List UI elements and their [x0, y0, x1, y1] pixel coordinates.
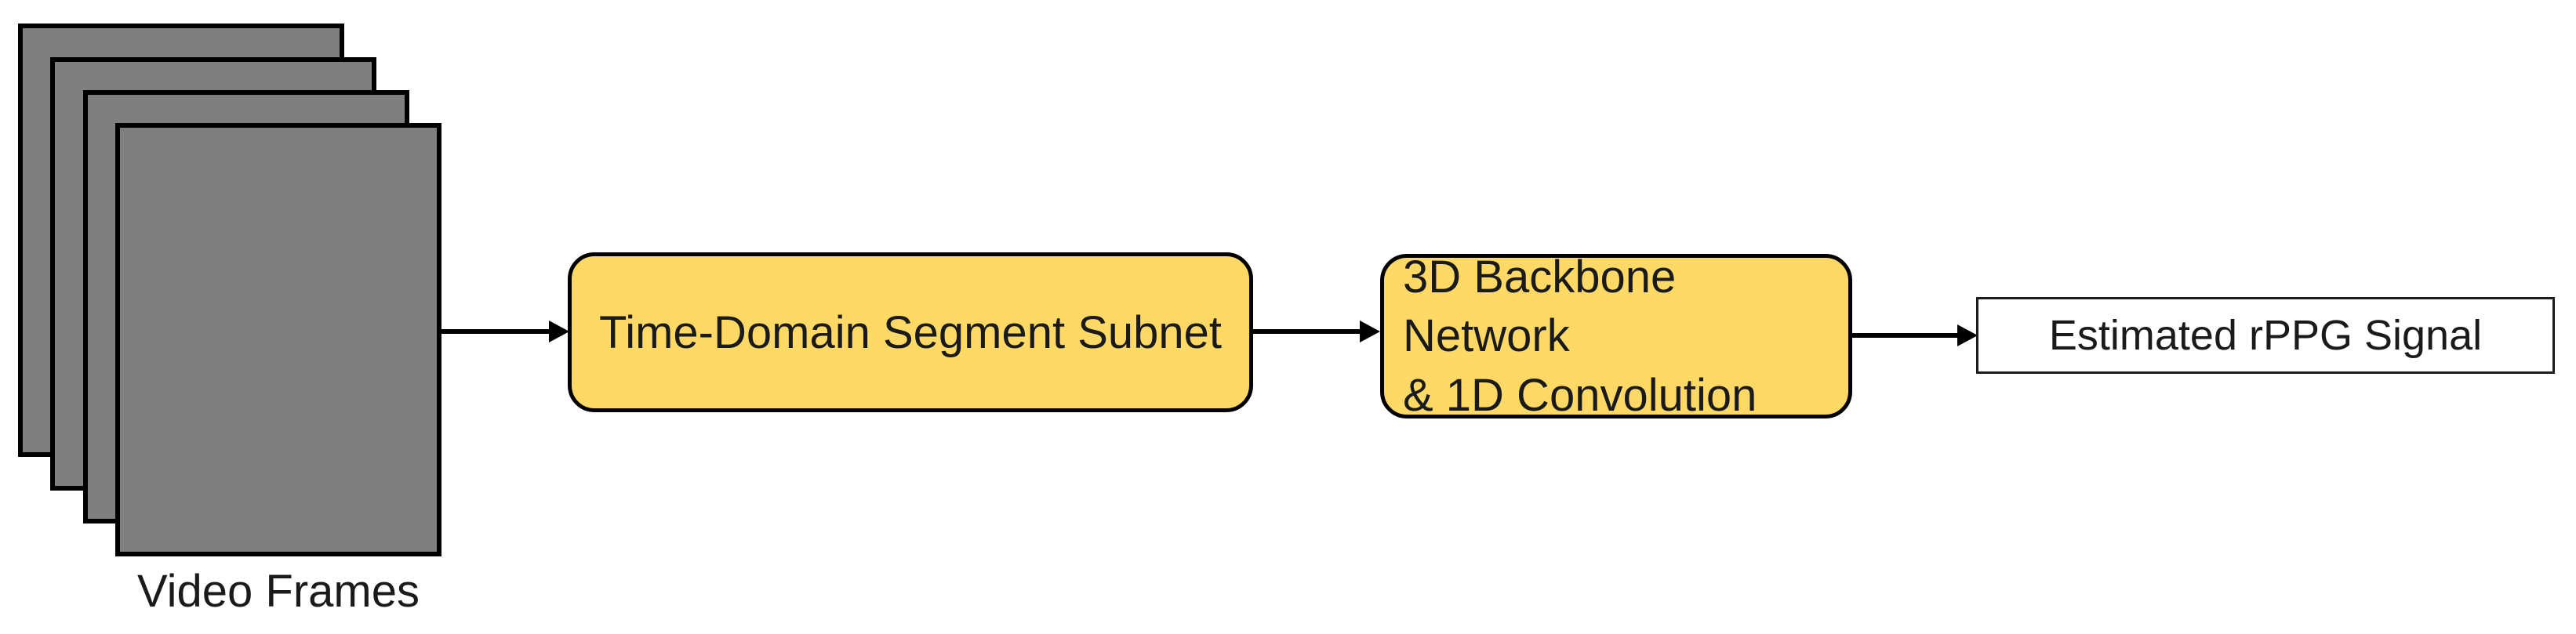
- arrow-shaft: [1852, 333, 1959, 338]
- node-time-domain-segment-subnet: Time-Domain Segment Subnet: [568, 252, 1253, 412]
- arrow-shaft: [441, 329, 551, 334]
- node-label: Time-Domain Segment Subnet: [598, 306, 1223, 358]
- node-label: Estimated rPPG Signal: [2048, 312, 2483, 359]
- video-frame: [115, 123, 441, 556]
- node-3d-backbone-network: 3D Backbone Network & 1D Convolution: [1380, 252, 1852, 421]
- arrow-shaft: [1253, 329, 1361, 334]
- arrow-head-icon: [1957, 324, 1978, 346]
- video-frames-label: Video Frames: [137, 566, 420, 617]
- node-label: 3D Backbone Network & 1D Convolution: [1403, 251, 1757, 421]
- arrow-head-icon: [549, 321, 569, 342]
- arrow-head-icon: [1360, 321, 1380, 342]
- node-estimated-rppg-signal: Estimated rPPG Signal: [1976, 297, 2555, 374]
